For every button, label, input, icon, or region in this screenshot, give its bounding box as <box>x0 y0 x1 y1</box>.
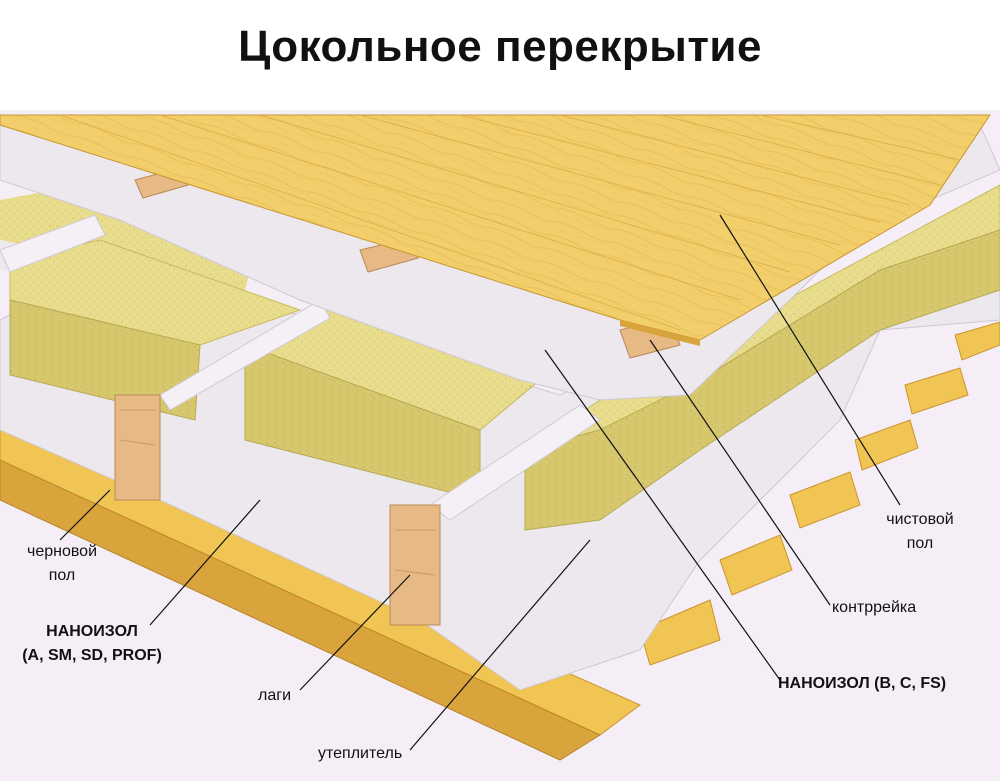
label-nanoizol-b: НАНОИЗОЛ (B, C, FS) <box>778 675 947 692</box>
joists <box>114 394 441 626</box>
label-finish-floor-line2: пол <box>906 535 934 552</box>
label-finish-floor: чистовой пол <box>878 508 962 556</box>
leader-lines <box>59 214 901 751</box>
insulation-block-left <box>0 185 302 421</box>
label-joists: лаги <box>258 687 292 704</box>
label-nanoizol-a: НАНОИЗОЛ (A, SM, SD, PROF) <box>12 620 172 668</box>
label-rough-floor-line1: черновой <box>26 543 98 560</box>
label-nanoizol-a-line2: (A, SM, SD, PROF) <box>22 647 162 664</box>
page-title: Цокольное перекрытие <box>238 22 762 71</box>
label-counter-batten: контррейка <box>832 599 917 616</box>
title-bar <box>0 0 1000 110</box>
finish-floor <box>0 114 991 346</box>
label-rough-floor: черновой пол <box>12 540 112 588</box>
label-nanoizol-a-line1: НАНОИЗОЛ <box>46 623 138 640</box>
label-insulation: утеплитель <box>318 745 403 762</box>
label-finish-floor-line1: чистовой <box>886 511 954 528</box>
label-rough-floor-line2: пол <box>48 567 76 584</box>
membrane-strips <box>0 214 601 521</box>
